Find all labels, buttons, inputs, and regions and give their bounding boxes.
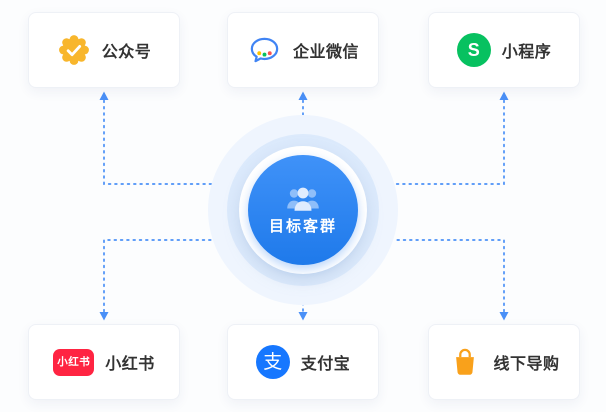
connector-top-left (103, 99, 213, 185)
shopping-bag-icon (448, 345, 482, 379)
alipay-zhi-glyph: 支 (263, 351, 283, 373)
channel-card-wecom: 企业微信 (227, 12, 379, 88)
channel-label: 线下导购 (493, 356, 560, 373)
channel-card-offline-guide: 线下导购 (428, 324, 580, 400)
channel-label: 公众号 (101, 44, 152, 61)
mini-program-icon: S (456, 33, 491, 67)
connector-bottom-right (393, 239, 505, 313)
hub-core: 目标客群 (248, 155, 358, 265)
mini-program-s-glyph: S (467, 40, 480, 60)
official-account-badge-icon (57, 33, 91, 67)
arrowhead-bottom-right (499, 312, 509, 321)
channel-card-mini-program: S 小程序 (428, 12, 580, 88)
arrowhead-top-right (499, 91, 509, 100)
connector-top-right (393, 99, 505, 185)
arrowhead-top-center (298, 91, 308, 100)
connector-bottom-left (103, 239, 213, 313)
channel-label: 支付宝 (300, 356, 351, 373)
channel-label: 小红书 (105, 356, 155, 373)
arrowhead-bottom-left (99, 312, 109, 321)
channel-card-xiaohongshu: 小红书 小红书 (28, 324, 180, 400)
channel-label: 企业微信 (292, 44, 359, 61)
alipay-icon: 支 (255, 345, 290, 379)
target-audience-group-icon (287, 187, 319, 211)
hub-label: 目标客群 (268, 217, 337, 235)
arrowhead-bottom-center (298, 312, 308, 321)
xiaohongshu-logo-text: 小红书 (57, 355, 91, 368)
xiaohongshu-logo-icon: 小红书 (53, 348, 95, 376)
channel-card-alipay: 支 支付宝 (227, 324, 379, 400)
arrowhead-top-left (99, 91, 109, 100)
channel-label: 小程序 (501, 44, 552, 61)
wecom-bubble-icon (247, 33, 282, 68)
channel-card-official-account: 公众号 (28, 12, 180, 88)
